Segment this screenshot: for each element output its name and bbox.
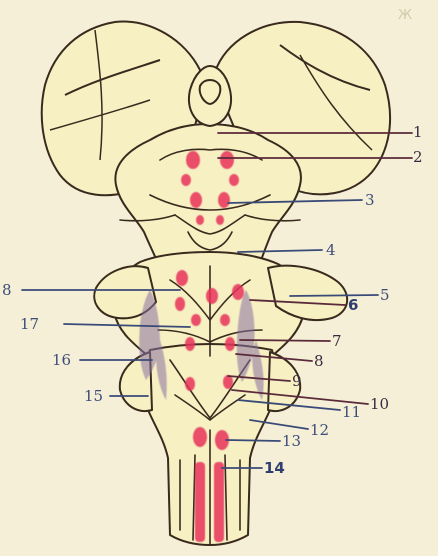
leader-7: [240, 340, 330, 341]
nucleus-column: [214, 462, 224, 542]
leader-5: [290, 295, 378, 296]
nucleus: [190, 192, 202, 208]
label-8-left: 8: [2, 282, 12, 298]
label-6: 6: [348, 297, 358, 313]
label-13: 13: [282, 433, 301, 449]
label-12: 12: [310, 422, 329, 438]
label-2: 2: [413, 149, 423, 165]
label-10: 10: [370, 396, 389, 412]
nucleus: [185, 337, 195, 351]
nucleus: [175, 297, 185, 311]
nucleus: [232, 284, 244, 300]
label-1: 1: [413, 124, 423, 140]
nucleus: [206, 288, 218, 304]
label-5: 5: [380, 287, 390, 303]
nucleus: [176, 270, 188, 286]
label-8-right: 8: [314, 353, 324, 369]
nucleus: [220, 314, 230, 326]
nucleus: [196, 215, 204, 225]
nucleus: [193, 427, 207, 447]
label-7: 7: [332, 333, 342, 349]
nucleus: [181, 174, 191, 186]
label-16: 16: [52, 352, 71, 368]
label-9: 9: [292, 373, 302, 389]
leader-13: [226, 440, 280, 441]
nucleus: [220, 151, 234, 169]
nucleus: [229, 174, 239, 186]
label-3: 3: [365, 192, 375, 208]
label-15: 15: [84, 388, 103, 404]
watermark-mark: Ж: [398, 8, 412, 23]
label-14: 14: [264, 460, 285, 476]
nucleus: [218, 192, 230, 208]
nucleus: [186, 151, 200, 169]
label-11: 11: [342, 404, 361, 420]
label-4: 4: [326, 242, 336, 258]
midbrain: [115, 124, 301, 268]
nucleus: [225, 337, 235, 351]
nucleus: [216, 215, 224, 225]
nucleus: [185, 377, 195, 391]
label-17: 17: [20, 316, 39, 332]
nucleus-column: [195, 462, 205, 542]
nucleus: [191, 314, 201, 326]
